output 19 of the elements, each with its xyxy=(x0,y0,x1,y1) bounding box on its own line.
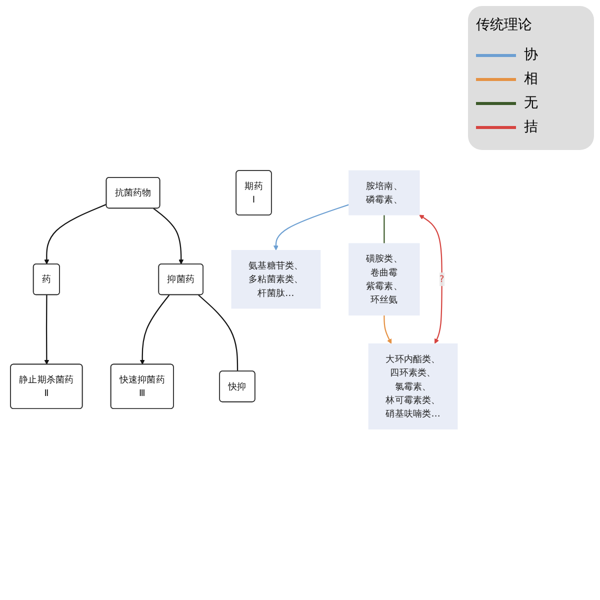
legend-title: 传统理论 xyxy=(476,16,532,34)
connector xyxy=(384,215,385,244)
arrow xyxy=(384,315,392,344)
connector xyxy=(198,294,238,372)
legend-text: 相 xyxy=(524,70,538,88)
arrow xyxy=(44,295,50,365)
edge-label: ? xyxy=(439,274,444,285)
arrow xyxy=(153,208,184,265)
node-box: 胺培南、 磷霉素、 xyxy=(348,170,420,216)
legend-text: 拮 xyxy=(524,118,538,136)
arrow xyxy=(419,214,442,344)
node-box: 氨基糖苷类、 多粘菌素类、 杆菌肽… xyxy=(231,250,321,309)
arrow xyxy=(273,204,350,251)
arrow xyxy=(140,294,170,365)
legend-text: 无 xyxy=(524,94,538,112)
legend-text: 协 xyxy=(524,46,538,64)
arrow xyxy=(44,204,107,265)
node-box: 磺胺类、 卷曲霉 紫霉素、 环丝氨 xyxy=(348,243,420,316)
node-box: 大环内酯类、 四环素类、 氯霉素、 林可霉素类、 硝基呋喃类… xyxy=(368,344,458,430)
